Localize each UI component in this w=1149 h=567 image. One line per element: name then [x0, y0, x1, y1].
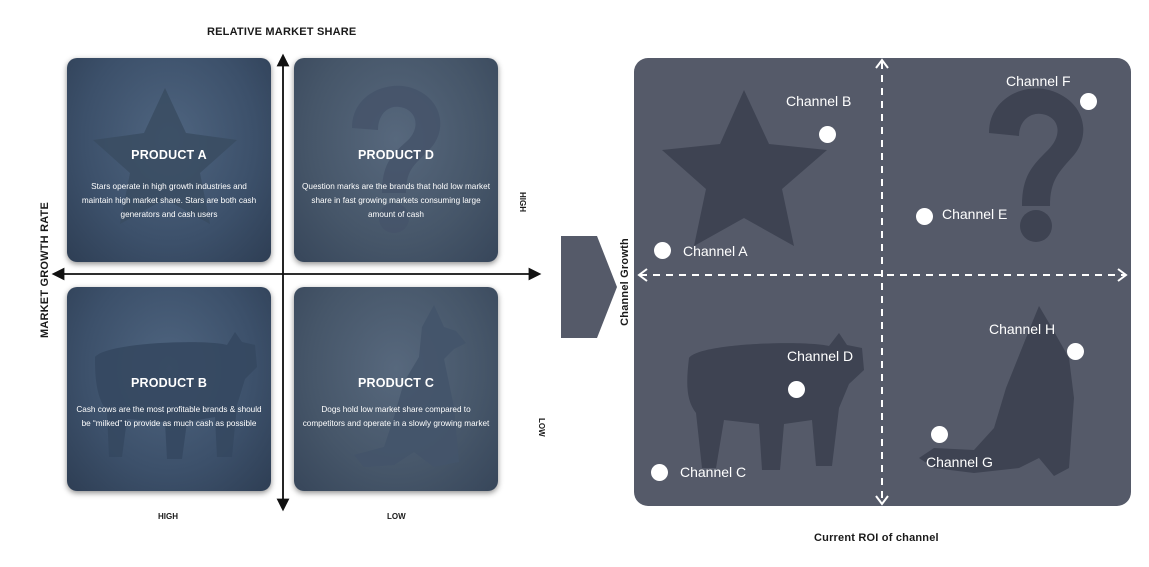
chevron-right-icon: [561, 236, 617, 338]
x-low-label: LOW: [387, 512, 406, 521]
matrix-axes: [51, 53, 542, 512]
product-a-text: Stars operate in high growth industries …: [81, 182, 257, 219]
product-b-title: PRODUCT B: [130, 376, 208, 390]
channel-h-dot[interactable]: [1067, 343, 1084, 360]
dog-icon: [354, 305, 466, 467]
channel-b-label: Channel B: [786, 93, 852, 109]
product-d-card: PRODUCT D Question marks are the brands …: [294, 58, 498, 262]
channel-silhouettes: [637, 58, 1128, 506]
question-mark-icon: [352, 85, 441, 233]
y-low-label: LOW: [537, 418, 546, 437]
channel-d-label: Channel D: [787, 348, 854, 364]
channel-g-label: Channel G: [926, 454, 993, 470]
market-share-title: RELATIVE MARKET SHARE: [207, 26, 357, 38]
product-a-card: PRODUCT A Stars operate in high growth i…: [67, 58, 271, 262]
channel-g-dot[interactable]: [931, 426, 948, 443]
product-d-text: Question marks are the brands that hold …: [302, 182, 490, 219]
channel-b-dot[interactable]: [819, 126, 836, 143]
product-b-text: Cash cows are the most profitable brands…: [76, 405, 262, 428]
star-icon: [93, 88, 237, 224]
channel-c-dot[interactable]: [651, 464, 668, 481]
channel-a-dot[interactable]: [654, 242, 671, 259]
product-c-title: PRODUCT C: [357, 376, 435, 390]
channel-h-label: Channel H: [989, 321, 1056, 337]
channel-f-dot[interactable]: [1080, 93, 1097, 110]
channel-d-dot[interactable]: [788, 381, 805, 398]
channel-f-label: Channel F: [1006, 73, 1071, 89]
channel-growth-title: Channel Growth: [619, 238, 631, 326]
star-icon: [662, 90, 827, 246]
channel-e-label: Channel E: [942, 206, 1008, 222]
x-high-label: HIGH: [158, 512, 178, 521]
cow-icon: [95, 332, 257, 459]
y-high-label: HIGH: [518, 192, 527, 212]
product-b-card: PRODUCT B Cash cows are the most profita…: [67, 287, 271, 491]
cow-icon: [687, 333, 864, 470]
channel-c-label: Channel C: [680, 464, 747, 480]
channel-a-label: Channel A: [683, 243, 748, 259]
channel-matrix: Channel A Channel B Channel C Channel D …: [634, 58, 1131, 506]
roi-title: Current ROI of channel: [814, 532, 939, 544]
dog-icon: [919, 306, 1074, 476]
product-d-title: PRODUCT D: [357, 148, 435, 162]
product-c-card: PRODUCT C Dogs hold low market share com…: [294, 287, 498, 491]
product-a-title: PRODUCT A: [131, 148, 207, 162]
product-c-text: Dogs hold low market share compared to c…: [302, 405, 490, 428]
question-mark-icon: [989, 88, 1084, 206]
channel-e-dot[interactable]: [916, 208, 933, 225]
